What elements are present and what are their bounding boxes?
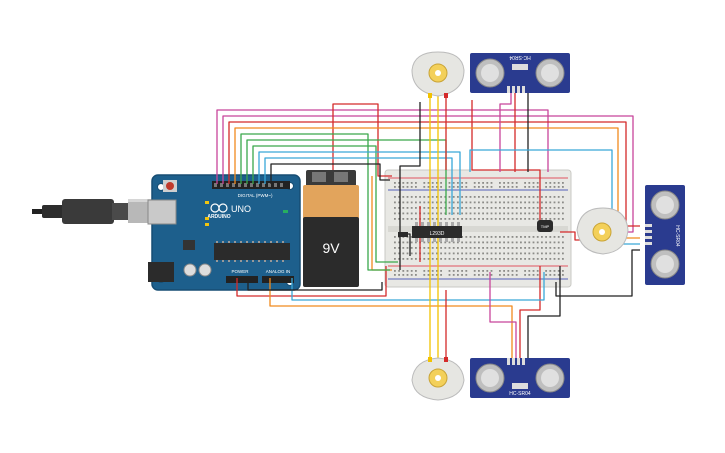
wire-orange-2 xyxy=(269,278,513,360)
wire-sensor-bottom-pins xyxy=(489,272,517,360)
motor-right xyxy=(576,207,629,255)
wire-black-5 xyxy=(555,249,640,297)
wire-green-2 xyxy=(246,139,447,215)
arduino-logo-text: ARDUINO xyxy=(207,214,230,220)
sensor-top-model: HC-SR04 xyxy=(509,54,531,60)
wire-red-7 xyxy=(471,100,541,225)
arduino-uno-board: DIGITAL (PWM~) ARDUINO UNO xyxy=(147,174,301,291)
wire-green-1 xyxy=(240,133,390,271)
wire-red-3 xyxy=(236,266,387,297)
ultrasonic-sensor-bottom: HC-SR04 xyxy=(470,358,570,398)
ultrasonic-sensor-top: HC-SR04 xyxy=(470,53,570,93)
wire-black-2 xyxy=(247,278,383,291)
arduino-model-text: UNO xyxy=(231,204,251,214)
wire-black-6 xyxy=(399,102,421,270)
tmp-sensor-label: TMP xyxy=(541,224,550,229)
sensor-bottom-model: HC-SR04 xyxy=(509,391,531,397)
wire-red-2 xyxy=(332,103,392,177)
battery-9v: 9V xyxy=(303,170,359,287)
motor-bottom xyxy=(411,357,465,401)
wire-black-1 xyxy=(270,163,390,184)
battery-voltage-label: 9V xyxy=(322,240,340,256)
power-header-label: POWER xyxy=(231,269,249,274)
l293d-driver-chip: L293D xyxy=(412,222,462,242)
breadboard xyxy=(384,169,572,288)
slide-switch xyxy=(398,232,408,237)
wire-red-5 xyxy=(519,266,541,360)
wire-green-3 xyxy=(252,145,398,263)
wire-magenta-1 xyxy=(216,109,549,184)
ultrasonic-sensor-right: HC-SR04 xyxy=(645,185,685,285)
driver-chip-label: L293D xyxy=(430,231,445,237)
tmp-sensor: TMP xyxy=(537,220,553,232)
sensor-right-model: HC-SR04 xyxy=(674,225,680,247)
wire-blue-2 xyxy=(264,157,453,215)
digital-header-label: DIGITAL (PWM~) xyxy=(238,193,273,198)
wire-magenta-2 xyxy=(222,115,634,233)
wire-sensor-top-pins xyxy=(499,80,512,172)
motor-top xyxy=(411,51,465,98)
analog-header-label: ANALOG IN xyxy=(266,269,291,274)
wire-blue-3 xyxy=(291,272,545,301)
usb-cable xyxy=(32,199,162,224)
wire-blue-1 xyxy=(258,151,461,215)
wire-red-1 xyxy=(228,121,640,227)
wire-black-4 xyxy=(527,266,561,360)
